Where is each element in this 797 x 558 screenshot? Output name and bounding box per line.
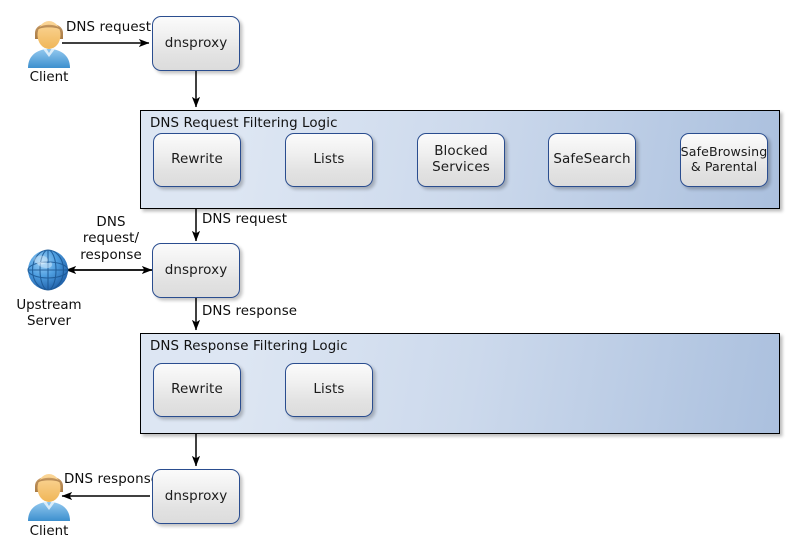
- globe-icon: [27, 249, 69, 291]
- stage-safebrowsing-parental-label: SafeBrowsing & Parental: [680, 144, 768, 174]
- stage-lists-request[interactable]: Lists: [285, 133, 373, 187]
- upstream-server-caption: Upstream Server: [16, 298, 82, 330]
- container-response-filtering-logic: DNS Response Filtering Logic: [140, 333, 780, 434]
- edge-label-dnsproxy-bottom-to-client: DNS response: [64, 472, 160, 487]
- stage-rewrite-request[interactable]: Rewrite: [153, 133, 241, 187]
- edge-label-dnsproxy-mid-to-upstream: DNS request/ response: [80, 215, 142, 263]
- node-dnsproxy-bottom-label: dnsproxy: [164, 487, 228, 504]
- stage-lists-response-label: Lists: [313, 381, 345, 398]
- stage-safesearch-label: SafeSearch: [553, 151, 631, 168]
- stage-safebrowsing-parental[interactable]: SafeBrowsing & Parental: [680, 133, 768, 187]
- user-icon: [28, 474, 70, 521]
- edge-label-request-logic-to-dnsproxy-mid: DNS request: [202, 212, 288, 227]
- stage-blocked-services-label: Blocked Services: [432, 143, 490, 175]
- edge-label-client-to-dnsproxy-top: DNS request: [66, 20, 152, 35]
- user-icon: [28, 21, 70, 68]
- node-dnsproxy-mid[interactable]: dnsproxy: [152, 243, 240, 298]
- node-dnsproxy-top-label: dnsproxy: [164, 34, 228, 51]
- node-dnsproxy-mid-label: dnsproxy: [164, 261, 228, 278]
- client-top-caption: Client: [29, 70, 69, 85]
- upstream-server-globe: [21, 243, 75, 297]
- container-request-filtering-logic-title: DNS Request Filtering Logic: [150, 116, 338, 131]
- stage-safesearch[interactable]: SafeSearch: [548, 133, 636, 187]
- stage-blocked-services[interactable]: Blocked Services: [417, 133, 505, 187]
- node-dnsproxy-top[interactable]: dnsproxy: [152, 16, 240, 71]
- stage-lists-response[interactable]: Lists: [285, 363, 373, 417]
- edge-label-dnsproxy-mid-to-response-logic: DNS response: [202, 304, 298, 319]
- container-response-filtering-logic-title: DNS Response Filtering Logic: [150, 339, 348, 354]
- client-bottom-avatar: [22, 465, 76, 521]
- client-top-avatar: [22, 12, 76, 68]
- stage-rewrite-response[interactable]: Rewrite: [153, 363, 241, 417]
- stage-rewrite-request-label: Rewrite: [171, 151, 223, 168]
- stage-lists-request-label: Lists: [313, 151, 345, 168]
- stage-rewrite-response-label: Rewrite: [171, 381, 223, 398]
- client-bottom-caption: Client: [29, 524, 69, 539]
- node-dnsproxy-bottom[interactable]: dnsproxy: [152, 469, 240, 524]
